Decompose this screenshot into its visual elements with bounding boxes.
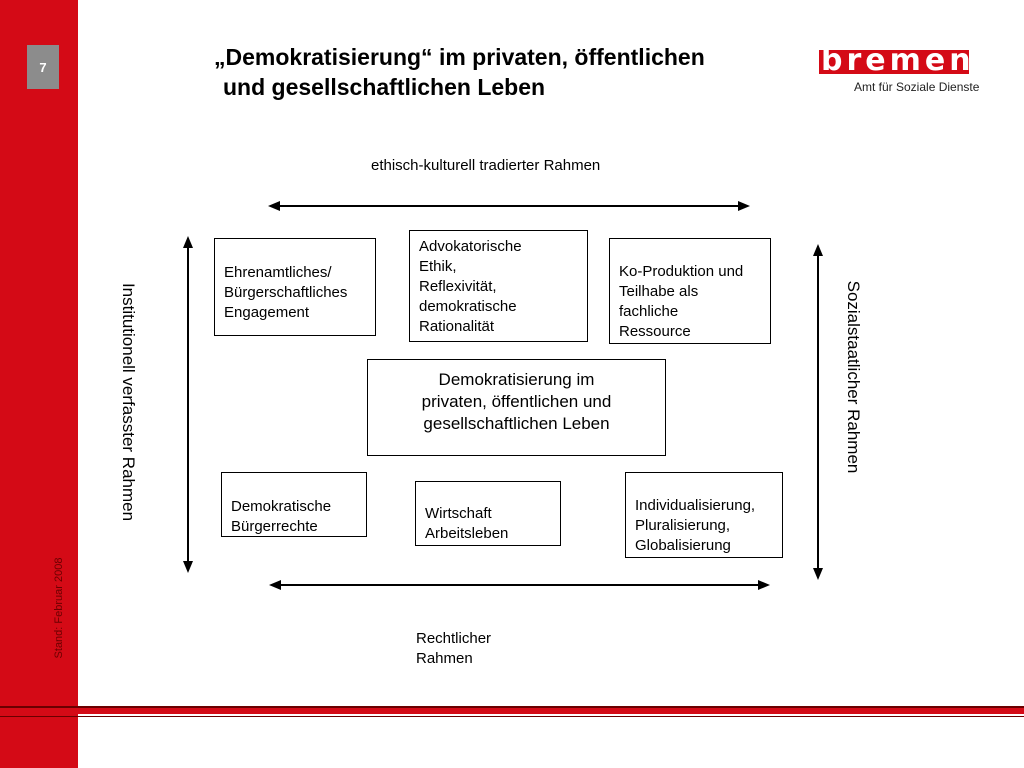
footer-rule-thin — [0, 716, 1024, 717]
slide-title: „Demokratisierung“ im privaten, öffentli… — [214, 42, 774, 102]
box-individualisierung-line-3: Globalisierung — [635, 537, 731, 554]
frame-label-left: Institutionell verfasster Rahmen — [119, 282, 138, 522]
box-wirtschaft: Wirtschaft Arbeitsleben — [415, 481, 561, 546]
box-koproduktion-line-3: fachliche — [619, 303, 679, 320]
box-koproduktion-line-1: Ko-Produktion und — [619, 263, 744, 280]
box-advokatorisch-line-5: Rationalität — [419, 318, 495, 335]
box-koproduktion-line-4: Ressource — [619, 323, 691, 340]
box-ehrenamt-line-1: Ehrenamtliches/ — [224, 264, 332, 281]
footer-rule-red — [78, 708, 1024, 714]
bremen-logo: bremen Amt für Soziale Dienste — [816, 50, 979, 98]
sidebar-band — [0, 0, 78, 768]
box-wirtschaft-line-1: Wirtschaft — [425, 505, 492, 522]
frame-label-bottom-line-1: Rechtlicher — [416, 630, 492, 647]
logo-word-text: bremen — [821, 50, 969, 74]
box-koproduktion: Ko-Produktion und Teilhabe als fachliche… — [609, 238, 771, 344]
box-ehrenamt-line-3: Engagement — [224, 304, 310, 321]
box-individualisierung-line-1: Individualisierung, — [635, 497, 756, 514]
box-advokatorisch-line-4: demokratische — [419, 298, 517, 315]
box-individualisierung-line-2: Pluralisierung, — [635, 517, 731, 534]
frame-label-bottom: Rechtlicher Rahmen — [416, 629, 491, 669]
center-box: Demokratisierung im privaten, öffentlich… — [367, 359, 666, 456]
title-line-2: und gesellschaftlichen Leben — [223, 74, 546, 100]
box-advokatorisch-line-2: Ethik, — [419, 258, 457, 275]
frame-label-bottom-line-2: Rahmen — [416, 650, 473, 667]
box-ehrenamt-line-2: Bürgerschaftliches — [224, 284, 348, 301]
center-line-1: Demokratisierung im — [438, 370, 595, 389]
box-buergerrechte-line-2: Bürgerrechte — [231, 518, 318, 535]
box-buergerrechte: Demokratische Bürgerrechte — [221, 472, 367, 537]
logo-wordmark: bremen — [819, 50, 969, 74]
logo-subtitle: Amt für Soziale Dienste — [854, 80, 980, 94]
footer-rule-dark — [0, 706, 1024, 708]
box-advokatorisch-line-3: Reflexivität, — [419, 278, 497, 295]
box-koproduktion-line-2: Teilhabe als — [619, 283, 699, 300]
frame-label-top: ethisch-kulturell tradierter Rahmen — [371, 157, 601, 174]
box-individualisierung: Individualisierung, Pluralisierung, Glob… — [625, 472, 783, 558]
box-buergerrechte-line-1: Demokratische — [231, 498, 332, 515]
right-double-arrow — [813, 244, 823, 580]
top-double-arrow — [268, 201, 750, 211]
box-advokatorisch: Advokatorische Ethik, Reflexivität, demo… — [409, 230, 588, 342]
box-advokatorisch-line-1: Advokatorische — [419, 238, 522, 255]
box-wirtschaft-line-2: Arbeitsleben — [425, 525, 509, 542]
box-ehrenamt: Ehrenamtliches/ Bürgerschaftliches Engag… — [214, 238, 376, 336]
bottom-double-arrow — [269, 580, 770, 590]
frame-label-right: Sozialstaatlicher Rahmen — [844, 280, 863, 474]
title-line-1: „Demokratisierung“ im privaten, öffentli… — [214, 44, 705, 70]
page-number-badge: 7 — [27, 45, 59, 89]
center-line-3: gesellschaftlichen Leben — [423, 414, 610, 433]
left-double-arrow — [183, 236, 193, 573]
center-line-2: privaten, öffentlichen und — [421, 392, 612, 411]
